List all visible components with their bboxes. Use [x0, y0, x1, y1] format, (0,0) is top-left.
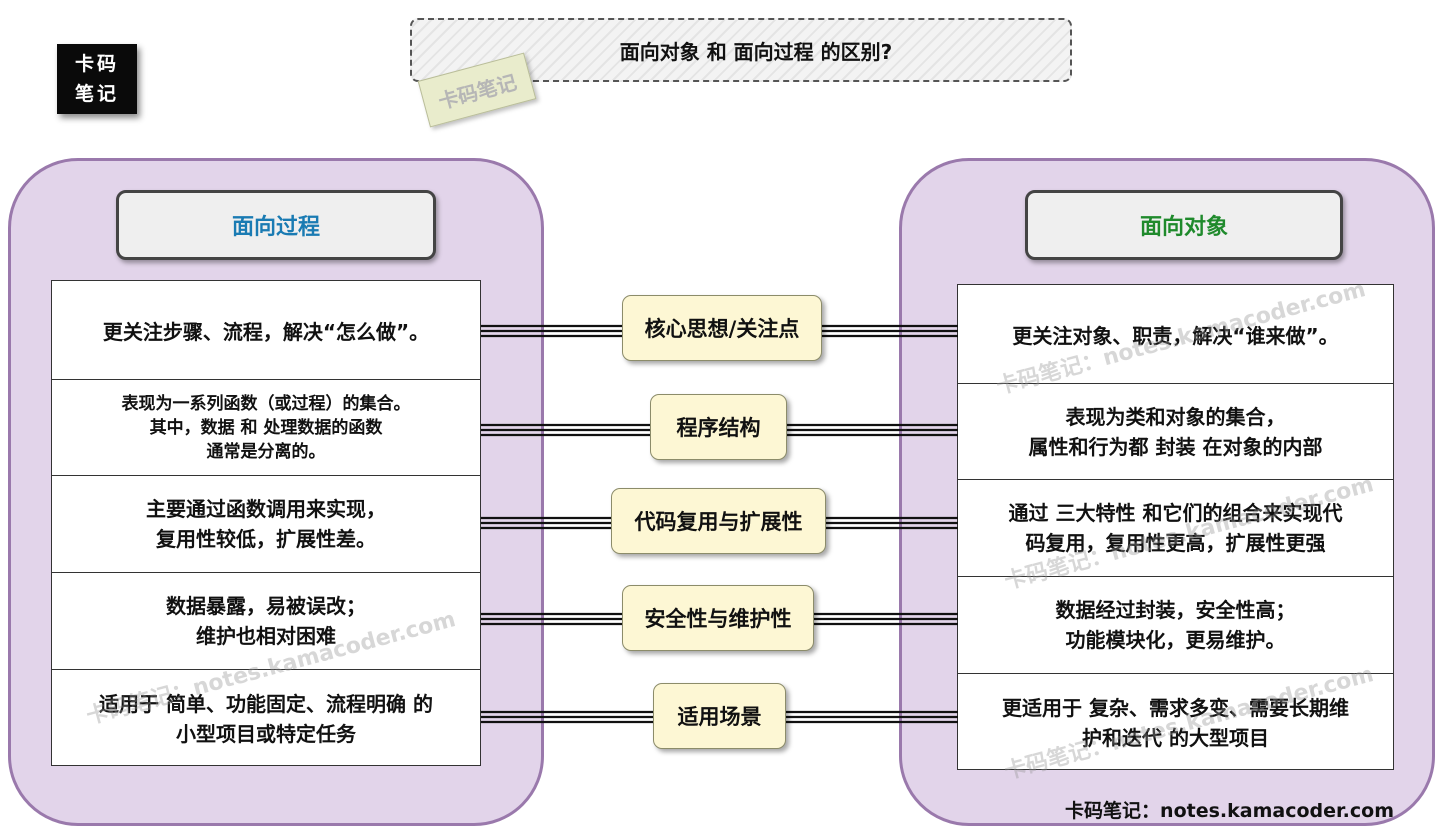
- label-scenario: 适用场景: [653, 683, 786, 749]
- oop-row-text: 数据经过封装，安全性高； 功能模块化，更易维护。: [1055, 598, 1296, 652]
- label-security: 安全性与维护性: [622, 585, 814, 651]
- procedural-row-scenario: 适用于 简单、功能固定、流程明确 的 小型项目或特定任务: [52, 669, 480, 767]
- procedural-heading: 面向过程: [116, 190, 436, 260]
- oop-list: 更关注对象、职责，解决“谁来做”。 表现为类和对象的集合， 属性和行为都 封装 …: [957, 284, 1394, 770]
- procedural-row-reuse: 主要通过函数调用来实现， 复用性较低，扩展性差。: [52, 475, 480, 572]
- procedural-row-text: 数据暴露，易被误改； 维护也相对困难: [166, 594, 366, 648]
- logo: 卡码 笔记: [57, 44, 137, 114]
- label-code-reuse: 代码复用与扩展性: [611, 488, 826, 554]
- title-box: 面向对象 和 面向过程 的区别?: [410, 18, 1072, 82]
- oop-row-text: 通过 三大特性 和它们的组合来实现代 码复用，复用性更高，扩展性更强: [1008, 501, 1343, 555]
- oop-row-text: 更适用于 复杂、需求多变、需要长期维 护和迭代 的大型项目: [1002, 695, 1349, 750]
- procedural-row-text: 适用于 简单、功能固定、流程明确 的 小型项目或特定任务: [99, 691, 433, 746]
- footer-credit: 卡码笔记：notes.kamacoder.com: [1065, 800, 1394, 822]
- procedural-row-structure: 表现为一系列函数（或过程）的集合。 其中，数据 和 处理数据的函数 通常是分离的…: [52, 379, 480, 475]
- logo-line-2: 笔记: [74, 83, 119, 105]
- label-program-structure: 程序结构: [650, 394, 787, 460]
- procedural-row-text: 主要通过函数调用来实现， 复用性较低，扩展性差。: [146, 497, 386, 551]
- oop-row-structure: 表现为类和对象的集合， 属性和行为都 封装 在对象的内部: [958, 383, 1393, 479]
- oop-row-text: 表现为类和对象的集合， 属性和行为都 封装 在对象的内部: [1028, 404, 1323, 459]
- oop-heading: 面向对象: [1025, 190, 1343, 260]
- procedural-row-security: 数据暴露，易被误改； 维护也相对困难: [52, 572, 480, 669]
- oop-row-text: 更关注对象、职责，解决“谁来做”。: [1012, 323, 1339, 348]
- oop-row-focus: 更关注对象、职责，解决“谁来做”。: [958, 285, 1393, 383]
- procedural-row-text: 表现为一系列函数（或过程）的集合。 其中，数据 和 处理数据的函数 通常是分离的…: [121, 393, 411, 462]
- procedural-list: 更关注步骤、流程，解决“怎么做”。 表现为一系列函数（或过程）的集合。 其中，数…: [51, 280, 481, 766]
- oop-row-scenario: 更适用于 复杂、需求多变、需要长期维 护和迭代 的大型项目: [958, 673, 1393, 771]
- oop-row-reuse: 通过 三大特性 和它们的组合来实现代 码复用，复用性更高，扩展性更强: [958, 479, 1393, 576]
- procedural-row-focus: 更关注步骤、流程，解决“怎么做”。: [52, 281, 480, 379]
- page-title: 面向对象 和 面向过程 的区别?: [619, 39, 893, 64]
- procedural-row-text: 更关注步骤、流程，解决“怎么做”。: [102, 319, 430, 344]
- oop-row-security: 数据经过封装，安全性高； 功能模块化，更易维护。: [958, 576, 1393, 673]
- logo-line-1: 卡码: [74, 53, 119, 75]
- label-core-idea: 核心思想/关注点: [622, 295, 822, 361]
